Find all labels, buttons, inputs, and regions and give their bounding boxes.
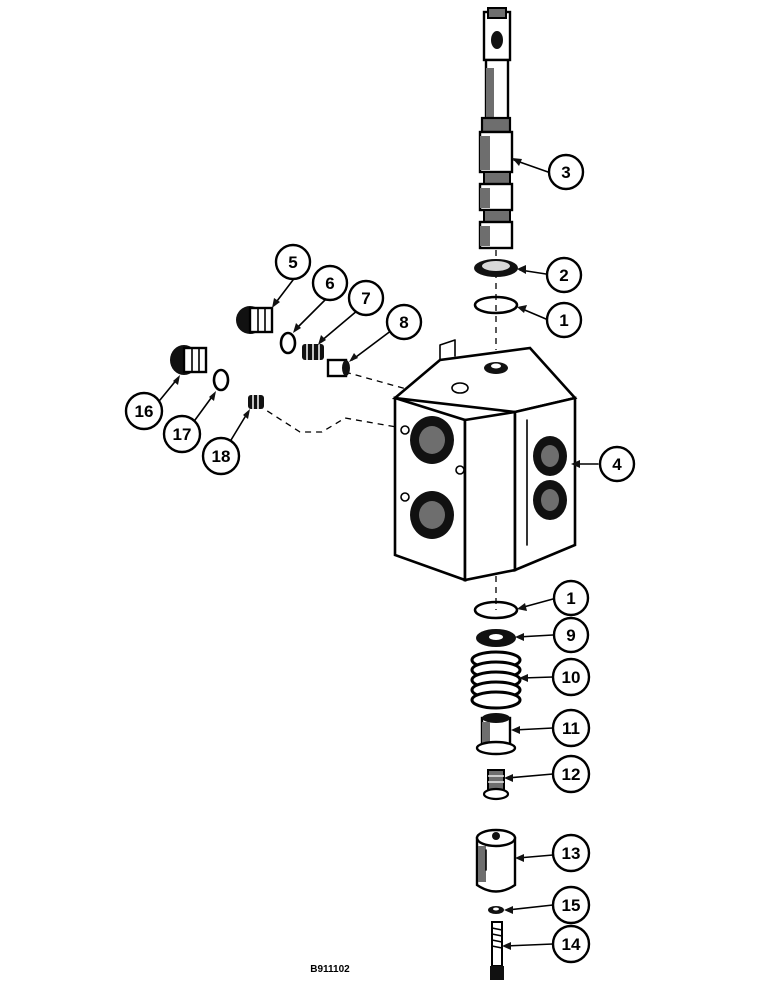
callout-13: 13: [551, 833, 591, 873]
callout-label: 9: [566, 626, 575, 645]
plug-part-16: [170, 345, 208, 375]
callout-label: 18: [212, 447, 231, 466]
callout-label: 15: [562, 896, 581, 915]
callout-18: 18: [201, 436, 241, 476]
spool-part-3: [478, 7, 514, 250]
callout-label: 6: [325, 274, 334, 293]
poppet-part-8: [326, 358, 350, 378]
callout-4: 4: [598, 445, 636, 483]
o-ring-part-6: [279, 331, 297, 355]
callout-9: 9: [552, 616, 590, 654]
callout-label: 1: [566, 589, 575, 608]
callout-label: 1: [559, 311, 568, 330]
spring-part-7: [302, 344, 324, 360]
callout-label: 16: [135, 402, 154, 421]
callout-17: 17: [162, 414, 202, 454]
callout-2: 2: [545, 256, 583, 294]
callout-label: 7: [361, 289, 370, 308]
screw-part-14: [490, 921, 504, 980]
callout-label: 4: [612, 455, 622, 474]
callout-label: 10: [562, 668, 581, 687]
callout-label: 8: [399, 313, 408, 332]
spring-cup-part-11: [475, 713, 517, 756]
callout-6: 6: [311, 264, 349, 302]
callout-14: 14: [551, 924, 591, 964]
plug-part-5: [236, 306, 274, 334]
drawing-code: B911102: [310, 964, 350, 975]
callout-label: 13: [562, 844, 581, 863]
spring-part-10: [470, 650, 522, 710]
axis-side-upper: [344, 371, 411, 391]
callout-5: 5: [274, 243, 312, 281]
callout-7: 7: [347, 279, 385, 317]
callout-label: 5: [288, 253, 297, 272]
o-ring-part-1-lower: [473, 600, 519, 620]
callout-label: 2: [559, 266, 568, 285]
callout-label: 12: [562, 765, 581, 784]
callout-3: 3: [547, 153, 585, 191]
callout-16: 16: [124, 391, 164, 431]
callout-8: 8: [385, 303, 423, 341]
o-ring-part-17: [212, 368, 230, 392]
callout-1-lower: 1: [552, 579, 590, 617]
o-ring-part-1-upper: [473, 295, 519, 315]
seal-part-2: [474, 259, 518, 277]
leader-lines: [159, 158, 599, 950]
callout-15: 15: [551, 885, 591, 925]
bolt-part-12: [482, 769, 510, 801]
callout-12: 12: [551, 754, 591, 794]
callout-label: 14: [562, 935, 581, 954]
callout-label: 3: [561, 163, 570, 182]
valve-body-part-4: [391, 339, 578, 582]
callout-label: 11: [562, 719, 580, 738]
washer-part-9: [476, 629, 516, 647]
axis-side-lower: [257, 404, 403, 433]
washer-part-15: [488, 906, 504, 914]
callout-label: 17: [173, 425, 192, 444]
cap-part-13: [475, 828, 517, 893]
callout-1-upper: 1: [545, 301, 583, 339]
spring-part-18: [248, 395, 264, 409]
callout-11: 11: [551, 708, 591, 748]
callout-10: 10: [551, 657, 591, 697]
